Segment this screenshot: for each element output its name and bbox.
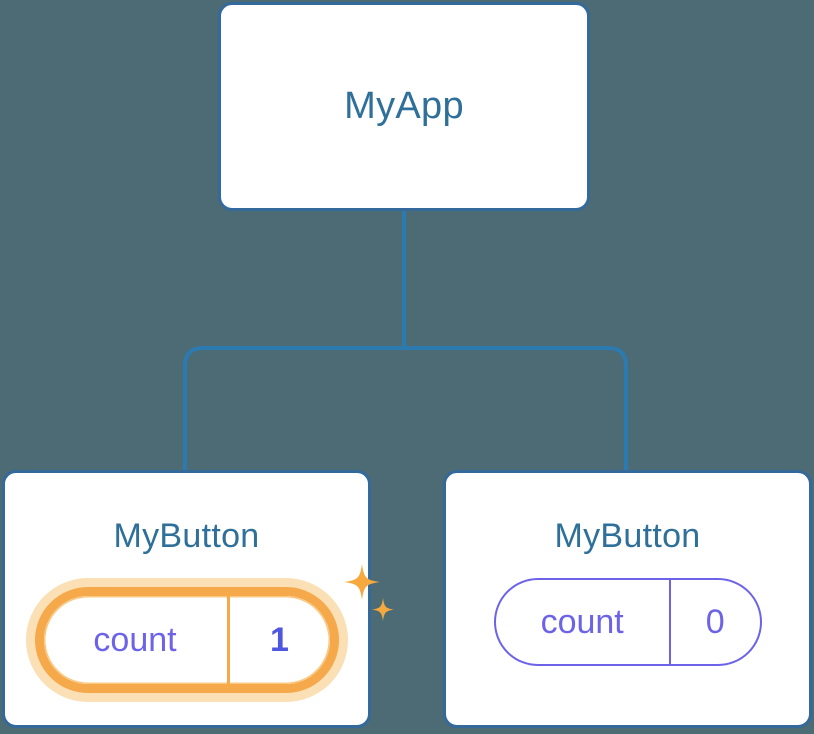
node-card-myapp[interactable]: MyApp <box>218 2 590 211</box>
connector-branch-left <box>183 346 404 470</box>
state-key-left: count <box>44 596 230 684</box>
state-pill-left[interactable]: count 1 <box>34 587 339 693</box>
state-pill-right-wrap: count 0 <box>493 578 762 666</box>
state-key-right: count <box>496 580 671 664</box>
node-card-mybutton-left[interactable]: MyButton count 1 <box>2 470 394 728</box>
sparkles-group <box>343 564 394 621</box>
sparkle-small-icon <box>371 598 394 621</box>
state-pill-highlight-glow: count 1 <box>25 578 348 702</box>
state-value-right: 0 <box>705 602 725 641</box>
state-pill-left-wrap: count 1 <box>25 564 394 702</box>
state-pill-right[interactable]: count 0 <box>493 578 762 666</box>
node-title-mybutton-right: MyButton <box>554 517 701 555</box>
node-card-mybutton-right[interactable]: MyButton count 0 <box>443 470 812 728</box>
node-title-mybutton-left: MyButton <box>113 517 260 555</box>
node-title-myapp: MyApp <box>344 85 464 127</box>
state-value-left: 1 <box>270 620 289 659</box>
connector-branch-right <box>404 346 628 470</box>
sparkle-large-icon <box>343 564 380 600</box>
